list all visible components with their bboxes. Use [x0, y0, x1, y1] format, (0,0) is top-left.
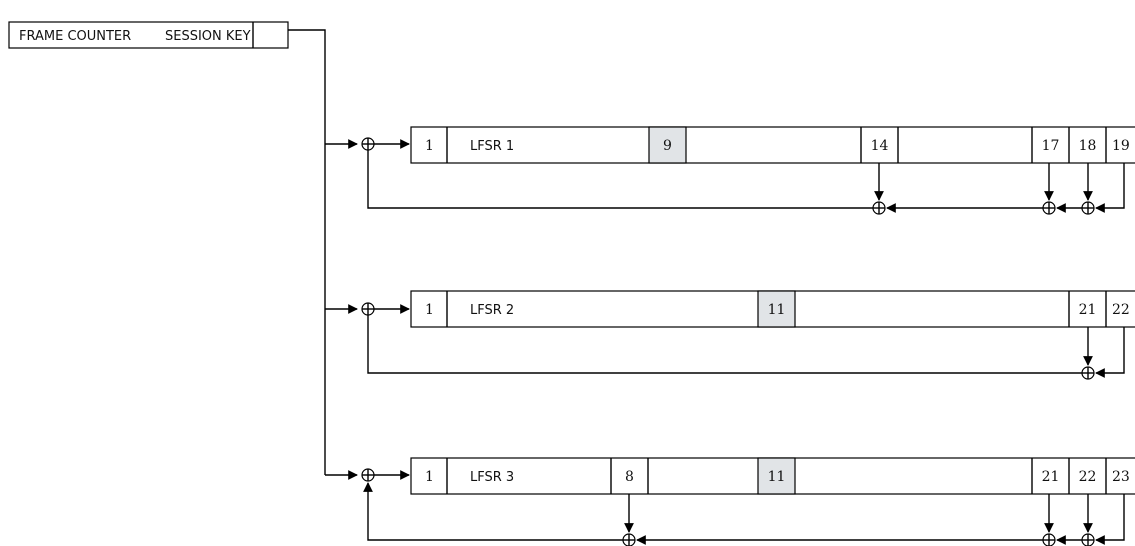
lfsr-3-cell-21: 21 [1042, 469, 1060, 485]
lfsr-3-cell-8: 8 [625, 469, 634, 485]
lfsr-2-clock-tap-label: 11 [768, 302, 786, 318]
input-xor-lfsr-1 [361, 137, 375, 151]
input-xor-lfsr-3 [361, 468, 375, 482]
lfsr-3-clock-tap-label: 11 [768, 469, 786, 485]
lfsr-2-name: LFSR 2 [470, 303, 514, 318]
lfsr-3-feedback-xor-c [1081, 533, 1095, 546]
lfsr-1-cell-1: 1 [425, 138, 434, 154]
lfsr-1-register [410, 126, 1135, 164]
lfsr-1-tap-19-arrow [1095, 163, 1125, 213]
lfsr-3-feedback-xor-a [622, 533, 636, 546]
lfsr-1-cell-14: 14 [871, 138, 889, 154]
lfsr-1-clock-tap [648, 126, 687, 164]
lfsr-3-cell-22: 22 [1079, 469, 1097, 485]
lfsr-1-cell-19: 19 [1112, 138, 1130, 154]
input-box: FRAME COUNTER SESSION KEY [8, 21, 289, 49]
lfsr-2-cell-1: 1 [425, 302, 434, 318]
lfsr-2-feedback-line [367, 315, 1082, 374]
lfsr-2-cell-21: 21 [1079, 302, 1097, 318]
input-distribution-wire [288, 29, 358, 480]
lfsr-1-name: LFSR 1 [470, 139, 514, 154]
lfsr-2-group: 1 LFSR 2 11 21 22 [361, 290, 1135, 380]
lfsr-1-feedback-xor-b [1042, 201, 1056, 215]
lfsr-3-cell-1: 1 [425, 469, 434, 485]
lfsr-3-feedback-line [363, 482, 623, 541]
lfsr-2-tap-22-arrow [1095, 327, 1125, 378]
lfsr-3-clock-tap [757, 457, 796, 495]
lfsr-1-cell-18: 18 [1079, 138, 1097, 154]
lfsr-1-feedback-xor-a [872, 201, 886, 215]
lfsr-3-group: 1 LFSR 3 8 11 21 22 23 [361, 457, 1135, 546]
frame-counter-label: FRAME COUNTER [19, 29, 131, 44]
lfsr-1-group: 1 LFSR 1 9 14 17 18 19 [361, 126, 1135, 215]
lfsr-2-feedback-xor [1081, 366, 1095, 380]
lfsr-3-feedback-xor-b [1042, 533, 1056, 546]
input-box-frame [8, 21, 289, 49]
lfsr-2-cell-22: 22 [1112, 302, 1130, 318]
input-xor-lfsr-2 [361, 302, 375, 316]
lfsr-3-tap-23-arrow [1095, 494, 1125, 545]
lfsr-1-cell-17: 17 [1042, 138, 1060, 154]
session-key-label: SESSION KEY [165, 29, 251, 44]
lfsr-2-clock-tap [757, 290, 796, 328]
lfsr-3-cell-23: 23 [1112, 469, 1130, 485]
lfsr-1-feedback-line [367, 150, 873, 209]
lfsr-3-name: LFSR 3 [470, 470, 514, 485]
lfsr-1-clock-tap-label: 9 [663, 138, 672, 154]
lfsr-1-feedback-xor-c [1081, 201, 1095, 215]
